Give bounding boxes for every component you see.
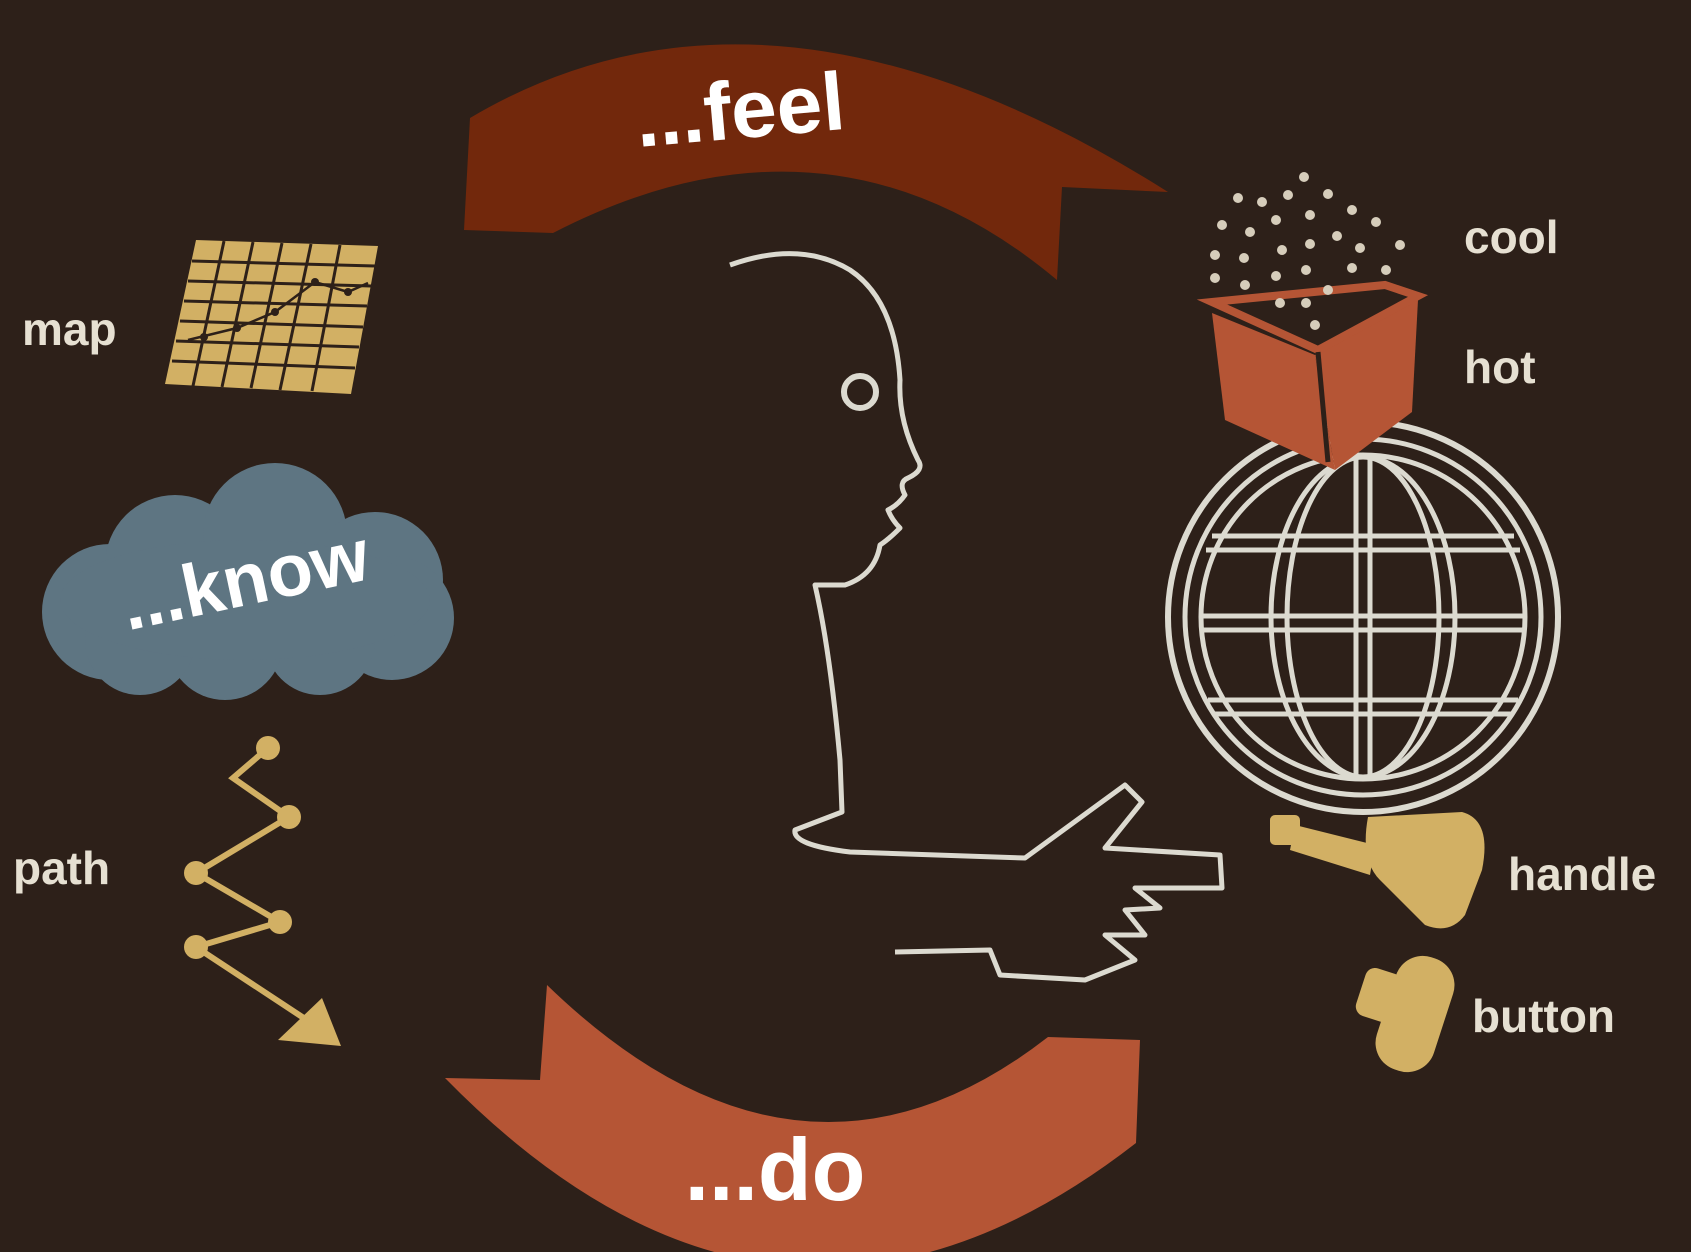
temperature-box-icon [1210,172,1418,470]
hot-label: hot [1464,341,1536,393]
feel-label: ...feel [632,56,849,165]
handle-icon [1270,812,1485,928]
path-icon [184,736,341,1046]
handle-label: handle [1508,848,1656,900]
button-label: button [1472,990,1615,1042]
do-label: ...do [685,1120,866,1219]
globe-icon [1168,422,1558,812]
map-label: map [22,303,117,355]
button-icon [1353,949,1462,1080]
person-eye-icon [844,376,876,408]
person-outline-icon [730,254,1222,980]
map-grid-icon [165,240,378,394]
path-label: path [13,842,110,894]
cool-label: cool [1464,211,1559,263]
